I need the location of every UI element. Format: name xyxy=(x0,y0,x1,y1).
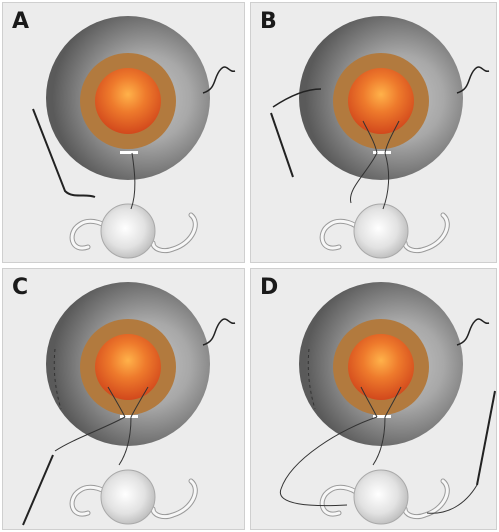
suture-needle xyxy=(23,455,53,525)
iol-optic xyxy=(354,470,408,524)
iol-optic xyxy=(101,470,155,524)
incision xyxy=(120,415,138,418)
illustration-b xyxy=(251,3,497,263)
pupil xyxy=(95,68,161,134)
panel-a: A xyxy=(2,2,245,263)
illustration-d xyxy=(251,269,497,530)
panel-d: D xyxy=(250,268,497,530)
illustration-a xyxy=(3,3,245,263)
panel-label-b: B xyxy=(260,11,277,33)
suture-right xyxy=(203,319,235,345)
suture-needle xyxy=(477,391,495,485)
iol-optic xyxy=(101,204,155,258)
iol-optic xyxy=(354,204,408,258)
panel-b: B xyxy=(250,2,497,263)
suture-needle xyxy=(271,113,293,177)
panel-c: C xyxy=(2,268,245,530)
pupil xyxy=(95,334,161,400)
incision xyxy=(373,151,391,154)
suture-right xyxy=(457,319,489,345)
panel-label-d: D xyxy=(260,277,278,299)
pupil xyxy=(348,68,414,134)
panel-label-a: A xyxy=(12,11,29,33)
illustration-c xyxy=(3,269,245,530)
incision xyxy=(120,151,138,154)
pupil xyxy=(348,334,414,400)
panel-label-c: C xyxy=(12,277,28,299)
